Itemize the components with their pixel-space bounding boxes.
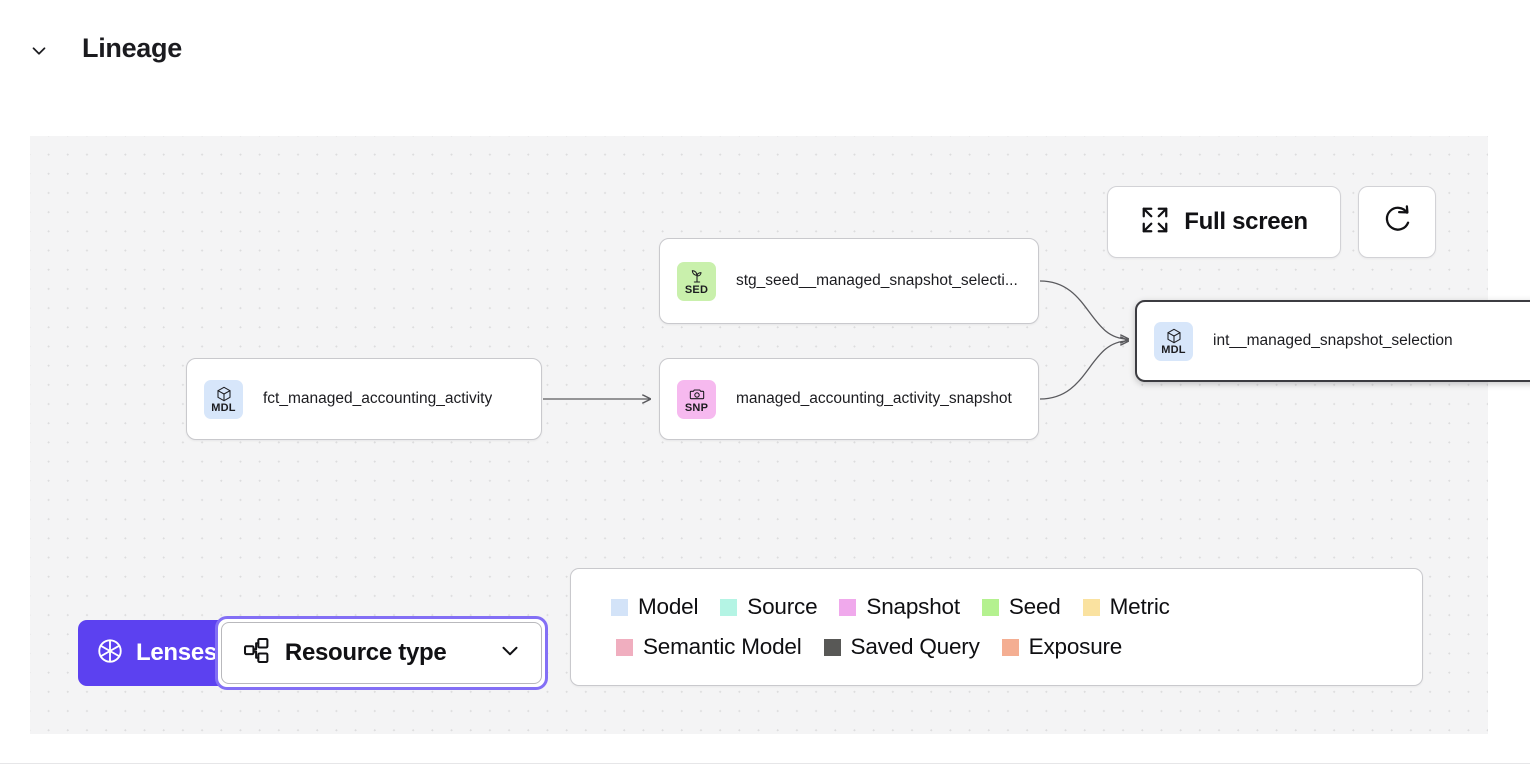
- legend-label-model: Model: [638, 594, 699, 619]
- collapse-section-toggle[interactable]: [26, 38, 52, 64]
- legend-label-metric: Metric: [1109, 594, 1170, 619]
- node-type-badge-model: MDL: [1154, 321, 1193, 361]
- refresh-icon: [1381, 204, 1413, 241]
- page-title: Lineage: [82, 33, 182, 63]
- canvas-controls: Full screen: [1107, 186, 1436, 258]
- legend-swatch-semantic-model: [616, 638, 633, 656]
- node-type-badge-seed: SED: [677, 261, 716, 301]
- legend-item-metric: Metric: [1082, 594, 1170, 620]
- legend-item-snapshot: Snapshot: [839, 594, 960, 620]
- legend-label-saved-query: Saved Query: [850, 634, 980, 659]
- page-divider: [0, 763, 1530, 764]
- legend-swatch-model: [611, 598, 628, 616]
- lineage-node-managed-accounting-activity-snapshot[interactable]: SNP managed_accounting_activity_snapshot: [659, 358, 1039, 440]
- edge-snapshot-to-int: [1039, 341, 1128, 400]
- legend-label-exposure: Exposure: [1028, 634, 1123, 659]
- camera-icon: [689, 385, 705, 402]
- cube-icon: [1166, 327, 1182, 344]
- node-label: fct_managed_accounting_activity: [263, 390, 493, 407]
- legend-label-snapshot: Snapshot: [866, 594, 960, 619]
- lineage-section-header: Lineage: [0, 0, 1530, 100]
- legend-row-1: Model Source Snapshot Seed Metric: [571, 587, 1422, 627]
- lenses-button[interactable]: Lenses: [78, 620, 237, 686]
- hierarchy-icon: [242, 636, 271, 670]
- sprout-icon: [689, 267, 705, 284]
- resource-type-dropdown-inner[interactable]: Resource type: [220, 622, 542, 684]
- legend-swatch-snapshot: [839, 598, 857, 616]
- legend-item-seed: Seed: [981, 594, 1061, 620]
- node-label: int__managed_snapshot_selection: [1213, 332, 1453, 349]
- node-type-badge-snapshot: SNP: [677, 379, 716, 419]
- chevron-down-icon: [28, 40, 50, 62]
- aperture-icon: [96, 637, 124, 670]
- lineage-node-stg-seed-managed-snapshot-selection[interactable]: SED stg_seed__managed_snapshot_selecti..…: [659, 238, 1039, 324]
- resource-type-label: Resource type: [284, 639, 447, 666]
- refresh-button[interactable]: [1358, 186, 1436, 258]
- expand-icon: [1140, 205, 1170, 240]
- node-type-abbr: MDL: [1161, 343, 1186, 356]
- resource-type-dropdown[interactable]: Resource type: [214, 616, 548, 690]
- legend-label-semantic-model: Semantic Model: [643, 634, 802, 659]
- legend-swatch-metric: [1082, 598, 1100, 616]
- lineage-toolbar: Lenses Resource type: [78, 616, 548, 690]
- node-label: managed_accounting_activity_snapshot: [736, 390, 1012, 407]
- cube-icon: [216, 385, 232, 402]
- legend-item-semantic-model: Semantic Model: [616, 634, 802, 660]
- lineage-graph-canvas[interactable]: MDL fct_managed_accounting_activity SED …: [30, 136, 1530, 734]
- node-type-abbr: MDL: [211, 401, 236, 414]
- legend-row-2: Semantic Model Saved Query Exposure: [571, 627, 1422, 667]
- legend-item-source: Source: [720, 594, 818, 620]
- legend-swatch-exposure: [1001, 638, 1019, 656]
- edge-seed-to-int: [1039, 280, 1128, 339]
- legend-swatch-source: [720, 598, 738, 616]
- node-type-abbr: SNP: [684, 401, 709, 414]
- legend-item-saved-query: Saved Query: [823, 634, 980, 660]
- node-type-abbr: SED: [684, 283, 709, 296]
- chevron-down-icon: [497, 638, 523, 669]
- legend-swatch-saved-query: [823, 638, 841, 656]
- fullscreen-label: Full screen: [1184, 208, 1308, 235]
- legend-item-model: Model: [611, 594, 698, 620]
- legend-label-seed: Seed: [1008, 594, 1061, 619]
- lineage-node-fct-managed-accounting-activity[interactable]: MDL fct_managed_accounting_activity: [186, 358, 542, 440]
- legend-item-exposure: Exposure: [1001, 634, 1123, 660]
- legend-label-source: Source: [747, 594, 818, 619]
- fullscreen-button[interactable]: Full screen: [1107, 186, 1341, 258]
- lenses-label: Lenses: [136, 639, 217, 666]
- node-type-badge-model: MDL: [204, 379, 243, 419]
- legend-swatch-seed: [981, 598, 999, 616]
- lineage-node-int-managed-snapshot-selection[interactable]: MDL int__managed_snapshot_selection: [1135, 300, 1530, 382]
- node-label: stg_seed__managed_snapshot_selecti...: [736, 272, 1018, 289]
- lineage-legend: Model Source Snapshot Seed Metric S: [570, 568, 1423, 686]
